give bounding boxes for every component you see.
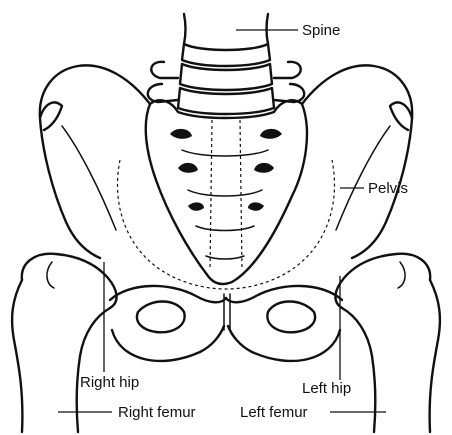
leader-lines [58,30,386,412]
label-right-hip: Right hip [80,374,139,391]
label-left-hip: Left hip [302,380,351,397]
label-left-femur: Left femur [240,404,308,421]
label-pelvis: Pelvis [368,180,408,197]
label-spine: Spine [302,22,340,39]
sacrum-drawing [146,100,307,284]
pelvis-drawing [40,65,412,361]
right-femur-drawing [12,254,117,432]
label-right-femur: Right femur [118,404,196,421]
left-femur-drawing [335,254,440,432]
spine-drawing [148,14,304,114]
